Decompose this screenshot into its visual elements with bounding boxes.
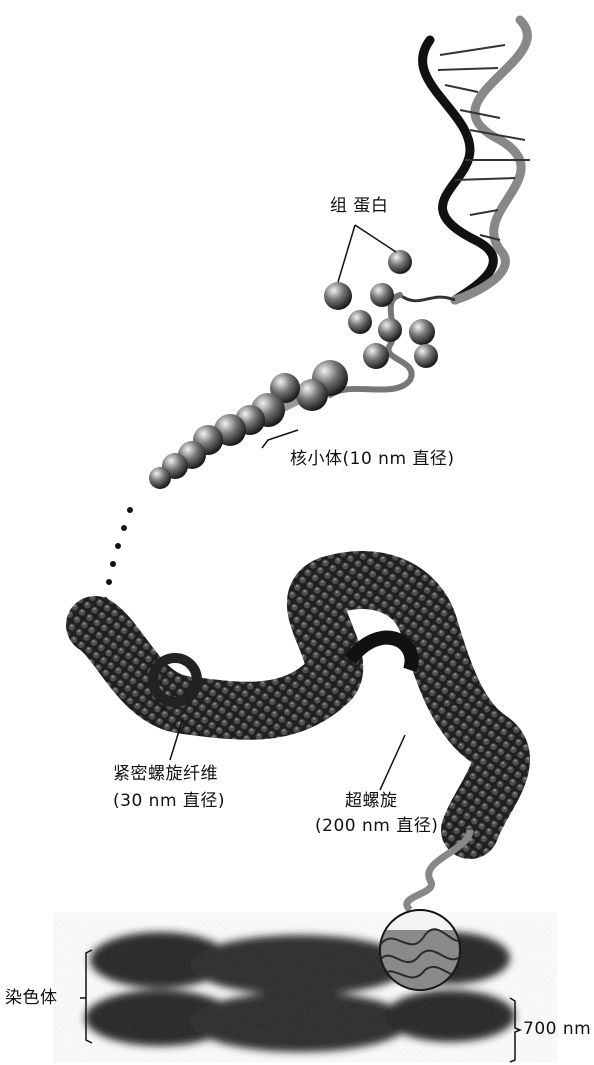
histone-bead <box>363 343 389 369</box>
chromosome-bracket <box>80 950 92 1043</box>
histone-label: 组 蛋白 <box>330 195 388 217</box>
fiber-label-name: 紧密螺旋纤维 <box>113 763 218 785</box>
chromosome-label: 染色体 <box>5 987 58 1009</box>
histone-bead <box>348 310 372 334</box>
continuation-dots <box>102 507 133 603</box>
histone-bead <box>378 318 402 342</box>
supercoil-label-name: 超螺旋 <box>345 790 398 812</box>
histone-bead <box>409 319 435 345</box>
width-label: 700 nm <box>523 1018 591 1040</box>
dna-double-helix <box>400 20 530 301</box>
histone-bead <box>388 250 412 274</box>
fiber-label-diameter: (30 nm 直径) <box>113 790 225 812</box>
nucleosome-label: 核小体(10 nm 直径) <box>290 448 455 470</box>
supercoil-fiber <box>95 580 501 910</box>
supercoil-label-diameter: (200 nm 直径) <box>315 815 438 837</box>
histone-pointer-lines <box>338 225 396 282</box>
histone-bead <box>370 283 394 307</box>
histone-bead <box>324 282 352 310</box>
histone-bead <box>414 344 438 368</box>
